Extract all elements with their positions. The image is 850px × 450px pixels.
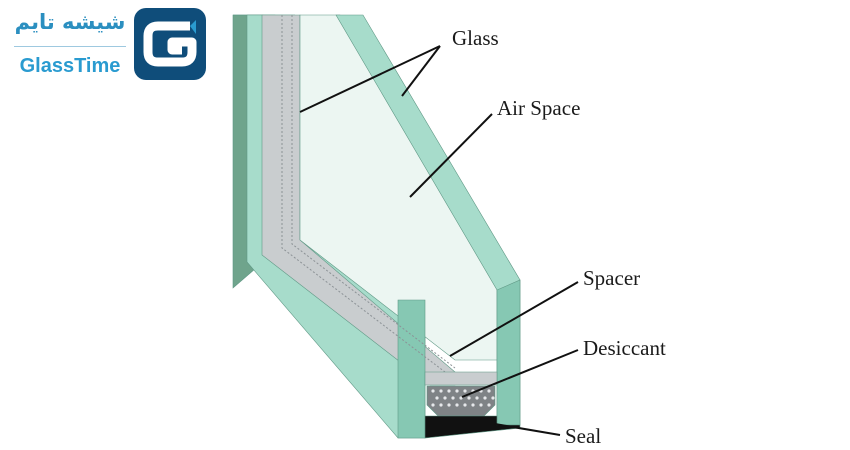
desiccant-granule xyxy=(487,389,491,393)
desiccant-granule xyxy=(431,389,435,393)
glass-leader-1 xyxy=(299,45,441,113)
desiccant-granule xyxy=(435,396,439,400)
leader-lines xyxy=(299,45,579,436)
spacer-channel xyxy=(424,371,498,386)
seal-strip xyxy=(424,415,521,439)
spacer-leader xyxy=(449,281,579,357)
air-space-leader xyxy=(409,113,493,198)
desiccant-granule xyxy=(487,403,491,407)
spacer-dotted-line xyxy=(281,15,446,373)
desiccant-granule xyxy=(431,403,435,407)
desiccant-granule xyxy=(463,403,467,407)
desiccant-leader xyxy=(461,349,579,398)
desiccant-granule xyxy=(447,403,451,407)
desiccant-granule xyxy=(463,389,467,393)
brand-divider xyxy=(14,46,126,47)
desiccant-granule xyxy=(459,396,463,400)
desiccant-granule xyxy=(439,389,443,393)
desiccant-granule xyxy=(455,403,459,407)
desiccant-granule xyxy=(479,403,483,407)
glasstime-g-logo-icon xyxy=(134,8,206,80)
label-glass: Glass xyxy=(452,26,499,50)
desiccant-granule xyxy=(447,389,451,393)
spacer-dotted-line-2 xyxy=(291,15,456,369)
desiccant-granule xyxy=(439,403,443,407)
brand-name-persian: شیشه تایم xyxy=(14,10,126,34)
front-pane-side xyxy=(496,279,521,426)
glass-leader-2 xyxy=(401,45,441,97)
label-spacer: Spacer xyxy=(583,266,641,290)
desiccant-granule xyxy=(471,403,475,407)
desiccant-fill xyxy=(426,385,496,417)
seal-leader xyxy=(494,423,561,436)
desiccant-granule xyxy=(491,396,495,400)
desiccant-granule xyxy=(475,396,479,400)
label-seal: Seal xyxy=(565,424,602,448)
desiccant-granule xyxy=(467,396,471,400)
desiccant-granule xyxy=(443,396,447,400)
desiccant-granules xyxy=(431,389,495,407)
desiccant-granule xyxy=(451,396,455,400)
back-pane-edge xyxy=(397,299,426,439)
brand-name-english: GlassTime xyxy=(19,55,121,77)
label-air-space: Air Space xyxy=(497,96,581,120)
desiccant-granule xyxy=(483,396,487,400)
desiccant-granule xyxy=(455,389,459,393)
label-desiccant: Desiccant xyxy=(583,336,666,360)
